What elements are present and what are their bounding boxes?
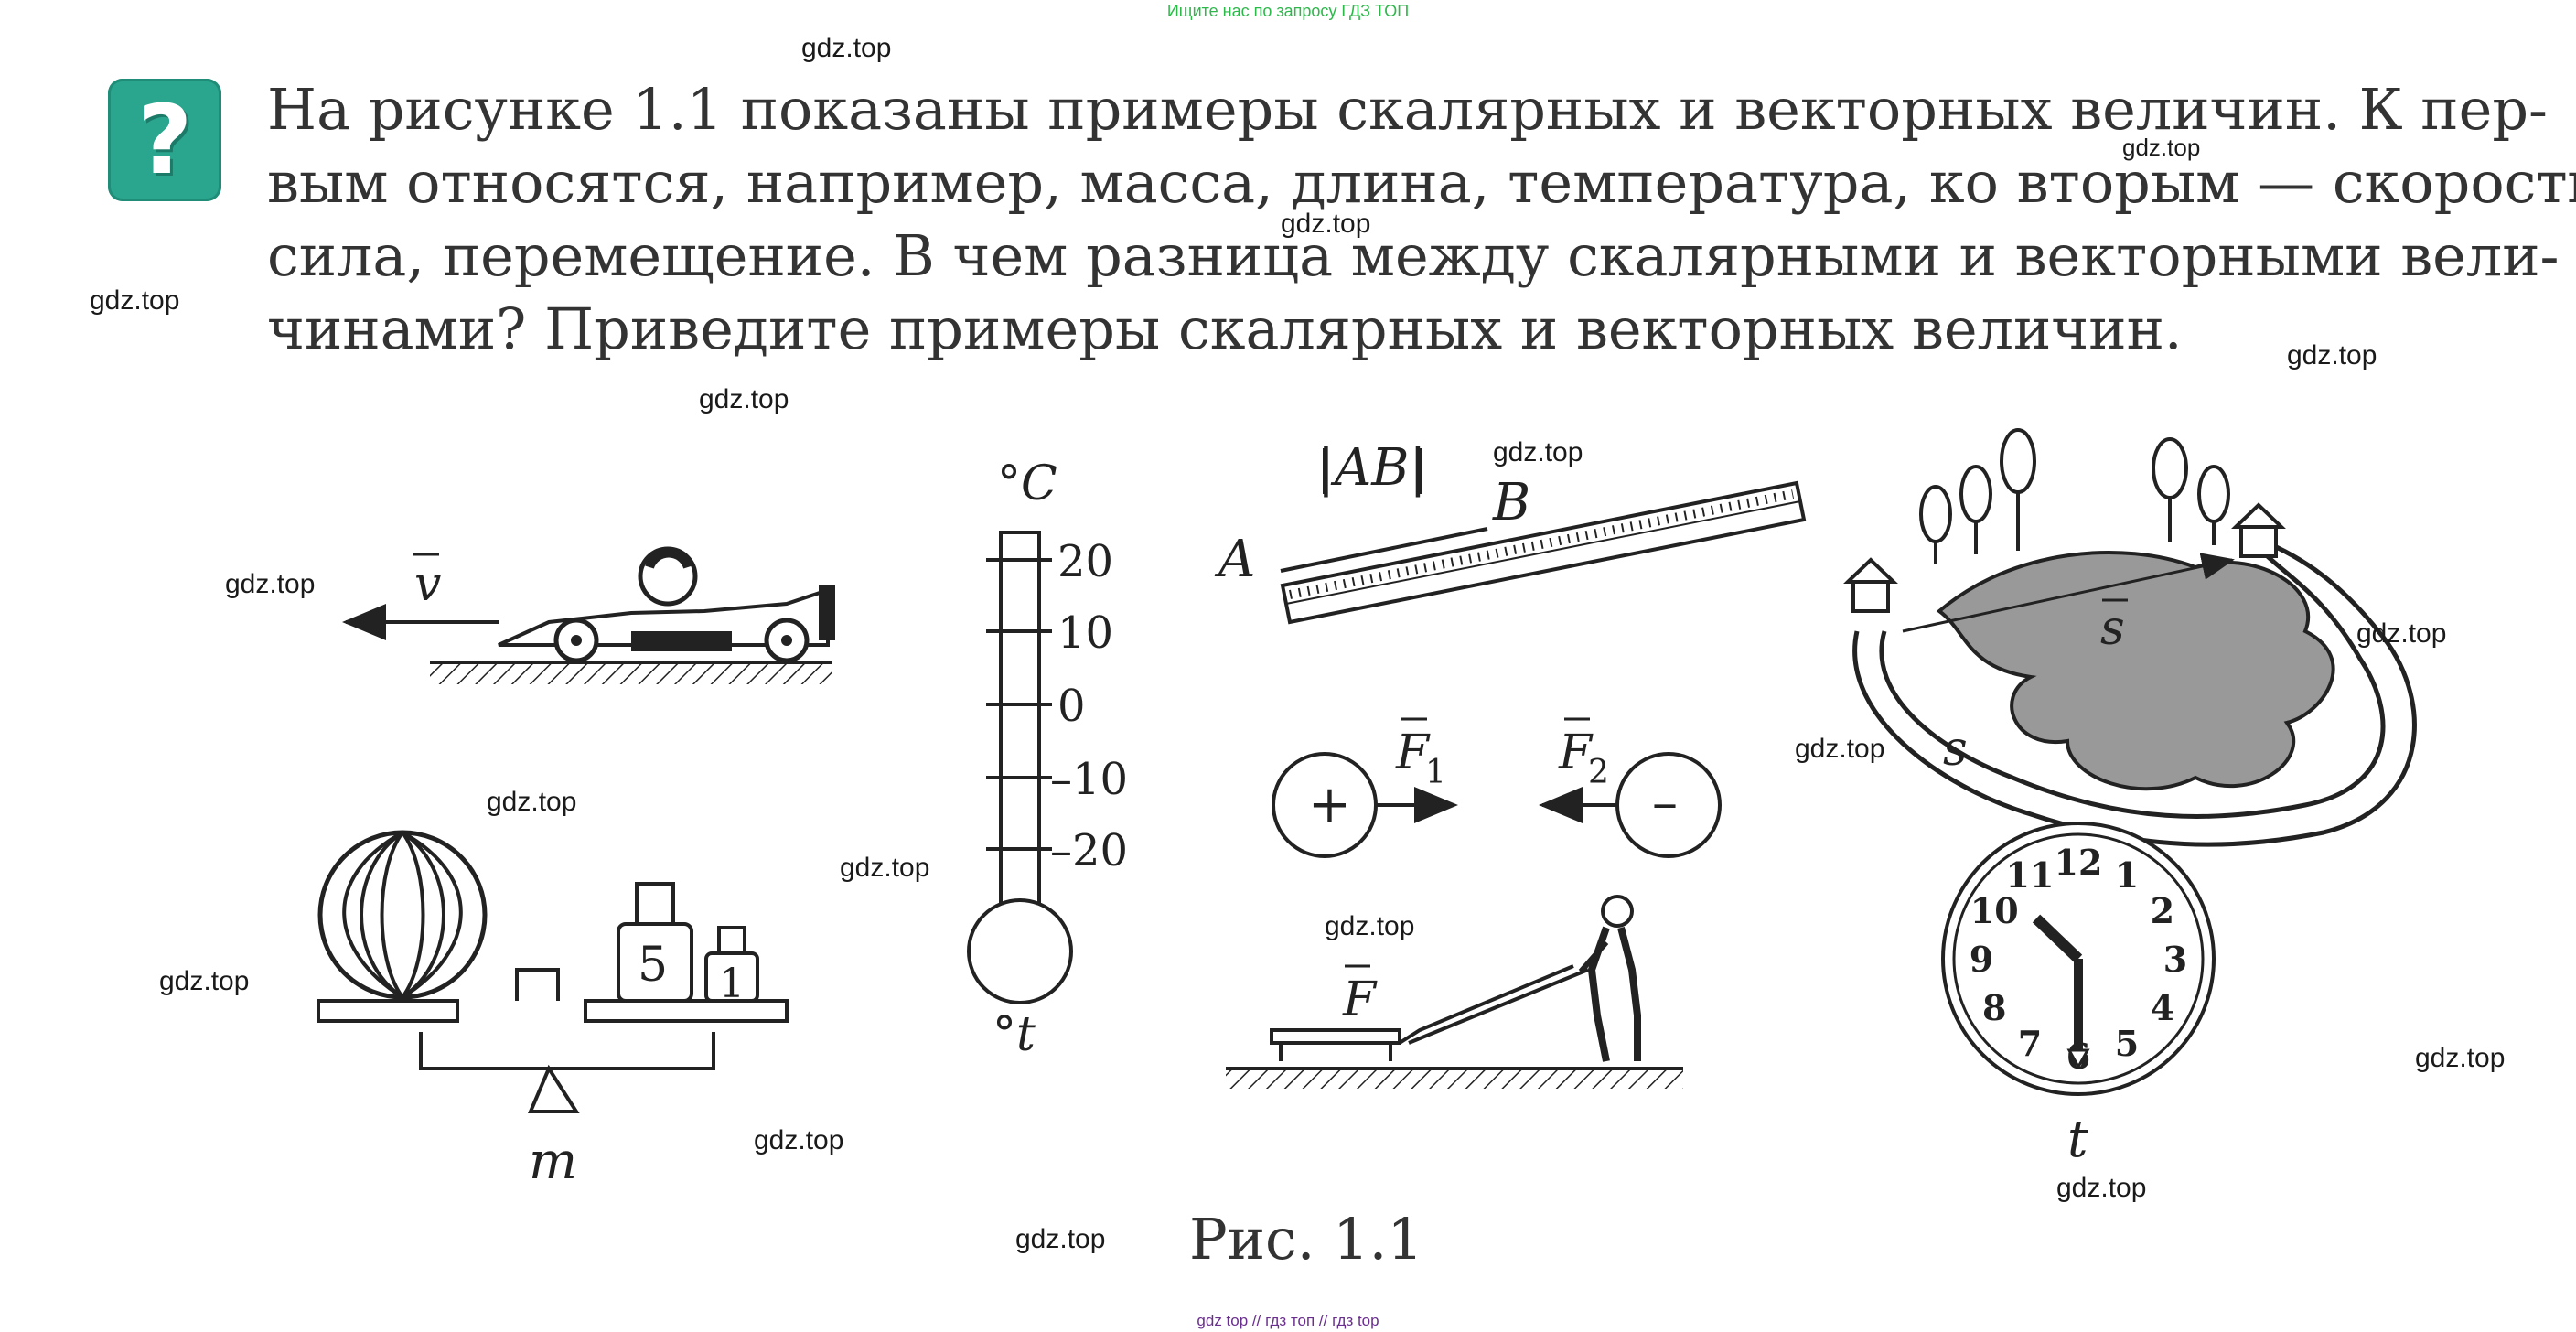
- force-f1-label: F: [1395, 725, 1431, 780]
- watermark: gdz.top: [2356, 618, 2447, 649]
- thermo-tick-20: 20: [1057, 536, 1113, 587]
- watermark: gdz.top: [1493, 437, 1583, 467]
- clock-numeral: 12: [2055, 842, 2103, 883]
- force-f2-label: F: [1558, 725, 1594, 780]
- watermark: gdz.top: [159, 966, 250, 996]
- point-b-label: B: [1492, 473, 1530, 532]
- force-f1-subscript: 1: [1425, 754, 1446, 791]
- clock-numeral: 5: [2115, 1023, 2139, 1064]
- clock-numeral: 11: [2006, 854, 2055, 896]
- plus-sign: +: [1308, 775, 1351, 834]
- balance-scale-illustration: 5 1 m: [317, 830, 789, 1191]
- thermo-tick-minus20: –20: [1050, 825, 1128, 876]
- watermark: gdz.top: [1795, 734, 1885, 764]
- watermark: gdz.top: [1281, 209, 1371, 239]
- clock-numeral: 9: [1970, 939, 1993, 980]
- force-f2-subscript: 2: [1588, 754, 1609, 791]
- question-line: На рисунке 1.1 показаны примеры скалярны…: [267, 76, 2548, 143]
- sled-force-label: F: [1342, 972, 1378, 1027]
- clock-icon: 121234567891011 t: [1941, 822, 2216, 1169]
- watermark: gdz.top: [1015, 1224, 1106, 1254]
- figure-caption: Рис. 1.1: [1189, 1206, 1423, 1273]
- velocity-label: v: [414, 557, 441, 612]
- watermark: gdz.top: [840, 853, 930, 883]
- thermo-tick-10: 10: [1057, 607, 1113, 659]
- clock-numeral: 4: [2151, 987, 2174, 1028]
- watermark: gdz.top: [487, 787, 577, 817]
- clock-numeral: 8: [1982, 987, 2006, 1028]
- question-line: вым относятся, например, масса, длина, т…: [267, 149, 2576, 216]
- displacement-label: s: [2100, 601, 2125, 656]
- watermark: gdz.top: [699, 384, 789, 414]
- clock-numeral: 7: [2018, 1023, 2042, 1064]
- watermark: gdz.top: [754, 1125, 844, 1155]
- thermo-tick-minus10: –10: [1050, 754, 1128, 805]
- watermark: gdz.top: [2056, 1173, 2147, 1203]
- question-glyph: ?: [136, 84, 193, 196]
- ruler-length-label: |AB|: [1317, 438, 1426, 498]
- thermometer-illustration: °C 20 10 0 –10 –20 °t: [967, 457, 1128, 1062]
- minus-sign: –: [1652, 773, 1678, 832]
- sled-pulling-illustration: F: [1226, 895, 1683, 1089]
- weight-1-label: 1: [719, 961, 745, 1007]
- point-a-label: A: [1214, 530, 1255, 589]
- clock-numeral: 3: [2163, 939, 2187, 980]
- charges-illustration: + – F 1 F 2: [1272, 717, 1722, 858]
- ruler-illustration: |AB| A B: [1214, 438, 1807, 625]
- top-ad-link[interactable]: Ищите нас по запросу ГДЗ ТОП: [1166, 2, 1410, 20]
- watermark: gdz.top: [2287, 340, 2377, 371]
- celsius-label: °C: [997, 457, 1057, 511]
- footer-links[interactable]: gdz top // гдз топ // гдз top: [1197, 1312, 1379, 1329]
- watermark: gdz.top: [1325, 911, 1415, 941]
- mass-label: m: [529, 1132, 577, 1191]
- question-icon: ?: [108, 79, 221, 201]
- clock-numeral: 2: [2151, 890, 2174, 931]
- time-degree-label: °t: [993, 1007, 1036, 1062]
- path-map-illustration: s s: [1843, 428, 2417, 847]
- question-line: сила, перемещение. В чем разница между с…: [267, 222, 2560, 289]
- clock-numeral: 1: [2115, 854, 2139, 896]
- question-line: чинами? Приведите примеры скалярных и ве…: [267, 295, 2183, 362]
- time-label: t: [2067, 1110, 2088, 1169]
- clock-numeral: 10: [1970, 890, 2019, 931]
- watermark: gdz.top: [90, 285, 180, 316]
- distance-label: s: [1943, 722, 1968, 777]
- question-text: На рисунке 1.1 показаны примеры скалярны…: [267, 73, 2576, 366]
- watermark: gdz.top: [801, 33, 892, 63]
- watermark: gdz.top: [225, 569, 316, 599]
- watermark: gdz.top: [2415, 1043, 2506, 1073]
- race-car-illustration: v: [342, 546, 835, 684]
- weight-5-label: 5: [638, 938, 668, 993]
- watermark: gdz.top: [2122, 134, 2201, 161]
- thermo-tick-0: 0: [1057, 681, 1086, 732]
